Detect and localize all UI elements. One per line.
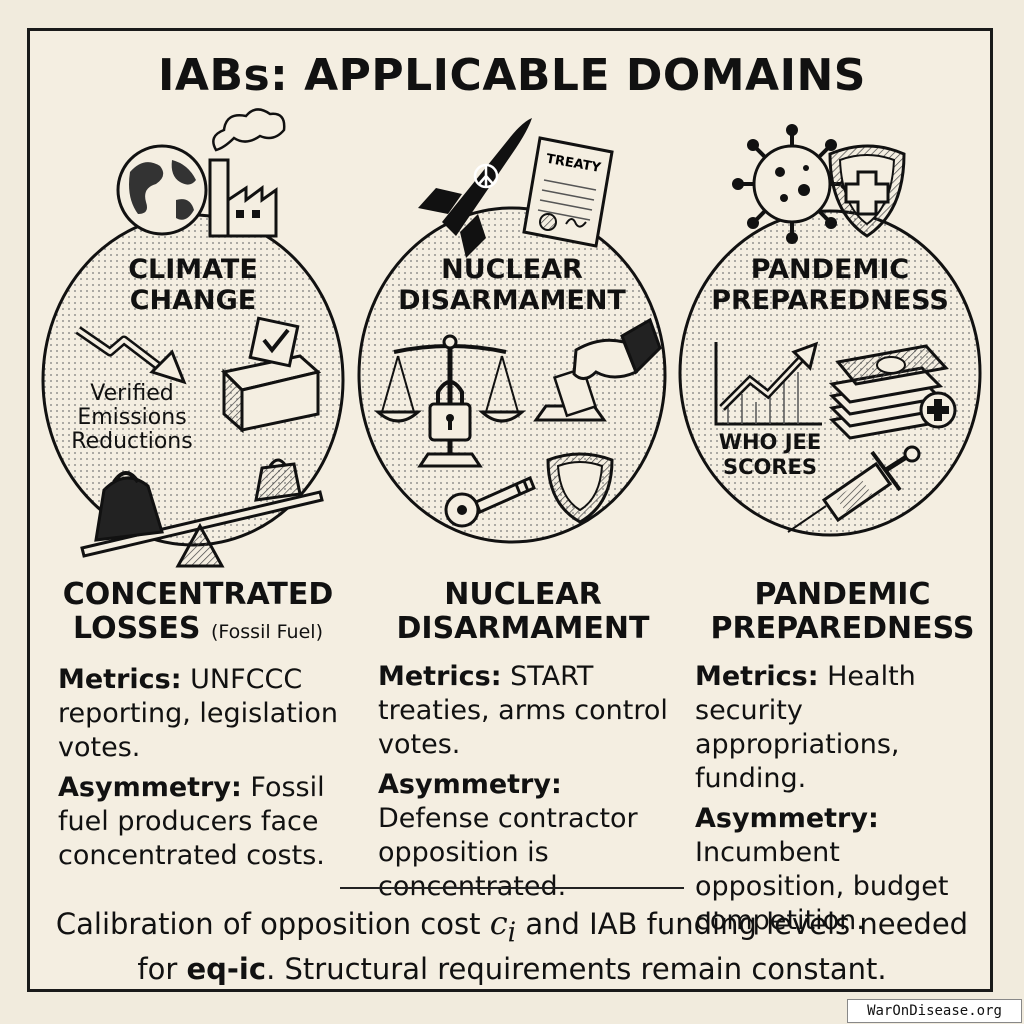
nuclear-asym-text: Defense contractor opposition is concent… bbox=[378, 803, 638, 902]
page-title: IABs: APPLICABLE DOMAINS bbox=[158, 50, 866, 101]
footer-divider bbox=[340, 887, 684, 889]
climate-oval-title: CLIMATE CHANGE bbox=[128, 254, 258, 316]
pandemic-metrics-label: Metrics: bbox=[695, 661, 819, 692]
pandemic-metrics-text: Health security appropriations, funding. bbox=[695, 661, 916, 794]
pandemic-oval-note: WHO JEE SCORES bbox=[718, 430, 822, 479]
pandemic-column: PANDEMIC PREPAREDNESS Metrics: Health se… bbox=[695, 578, 990, 938]
footer-text-2: and IAB funding levels needed for bbox=[137, 907, 969, 987]
nuclear-column: NUCLEAR DISARMAMENT Metrics: START treat… bbox=[378, 578, 668, 904]
uptrend-chart-icon bbox=[714, 341, 822, 426]
syringe-icon bbox=[787, 445, 921, 533]
money-stack-icon bbox=[828, 344, 957, 440]
climate-metrics-text: UNFCCC reporting, legislation votes. bbox=[58, 664, 338, 763]
treaty-document-icon: TREATY bbox=[522, 136, 614, 248]
pandemic-metrics: Metrics: Health security appropriations,… bbox=[695, 660, 990, 796]
nuclear-oval-title: NUCLEAR DISARMAMENT bbox=[398, 254, 626, 316]
footer-bold: eq-ic bbox=[186, 952, 267, 987]
rocket-icon bbox=[418, 118, 532, 258]
pandemic-asymmetry: Asymmetry: Incumbent opposition, budget … bbox=[695, 802, 990, 938]
pandemic-oval-title: PANDEMIC PREPAREDNESS bbox=[711, 254, 949, 316]
nuclear-metrics: Metrics: START treaties, arms control vo… bbox=[378, 660, 668, 762]
hand-ballot-icon bbox=[533, 317, 662, 422]
footer-symbol-sub: i bbox=[507, 917, 517, 949]
scales-lock-icon bbox=[374, 334, 526, 468]
climate-oval-note: Verified Emissions Reductions bbox=[71, 381, 193, 454]
pandemic-asym-text: Incumbent opposition, budget competition… bbox=[695, 837, 949, 936]
medical-shield-icon bbox=[828, 144, 906, 238]
downtrend-arrow-icon bbox=[75, 326, 187, 385]
climate-heading-text: CONCENTRATED LOSSES bbox=[62, 577, 334, 646]
nuclear-metrics-text: START treaties, arms control votes. bbox=[378, 661, 668, 760]
footer-note: Calibration of opposition cost ci and IA… bbox=[40, 905, 984, 988]
climate-metrics-label: Metrics: bbox=[58, 664, 182, 695]
key-icon bbox=[444, 475, 536, 528]
nuclear-asymmetry: Asymmetry: Defense contractor opposition… bbox=[378, 768, 668, 904]
globe-icon bbox=[116, 144, 208, 236]
pandemic-asym-label: Asymmetry: bbox=[695, 803, 879, 834]
climate-metrics: Metrics: UNFCCC reporting, legislation v… bbox=[58, 663, 338, 765]
nuclear-metrics-label: Metrics: bbox=[378, 661, 502, 692]
climate-heading: CONCENTRATED LOSSES (Fossil Fuel) bbox=[58, 578, 338, 649]
factory-icon bbox=[208, 108, 286, 238]
footer-symbol-c: c bbox=[489, 904, 508, 942]
watermark-link[interactable]: WarOnDisease.org bbox=[847, 999, 1022, 1023]
shield-icon bbox=[546, 452, 614, 524]
nuclear-asym-label: Asymmetry: bbox=[378, 769, 562, 800]
nuclear-heading: NUCLEAR DISARMAMENT bbox=[396, 577, 650, 646]
seesaw-weight-icon bbox=[80, 458, 324, 568]
climate-asym-text: Fossil fuel producers face concentrated … bbox=[58, 772, 325, 871]
climate-asymmetry: Asymmetry: Fossil fuel producers face co… bbox=[58, 771, 338, 873]
climate-asym-label: Asymmetry: bbox=[58, 772, 242, 803]
climate-column: CONCENTRATED LOSSES (Fossil Fuel) Metric… bbox=[58, 578, 338, 873]
climate-heading-sub: (Fossil Fuel) bbox=[210, 621, 323, 643]
footer-text-3: . Structural requirements remain constan… bbox=[266, 952, 887, 987]
footer-symbol: ci bbox=[489, 904, 516, 949]
footer-text-1: Calibration of opposition cost bbox=[55, 907, 481, 941]
pandemic-heading: PANDEMIC PREPAREDNESS bbox=[710, 577, 975, 646]
ballot-box-icon bbox=[220, 316, 322, 434]
